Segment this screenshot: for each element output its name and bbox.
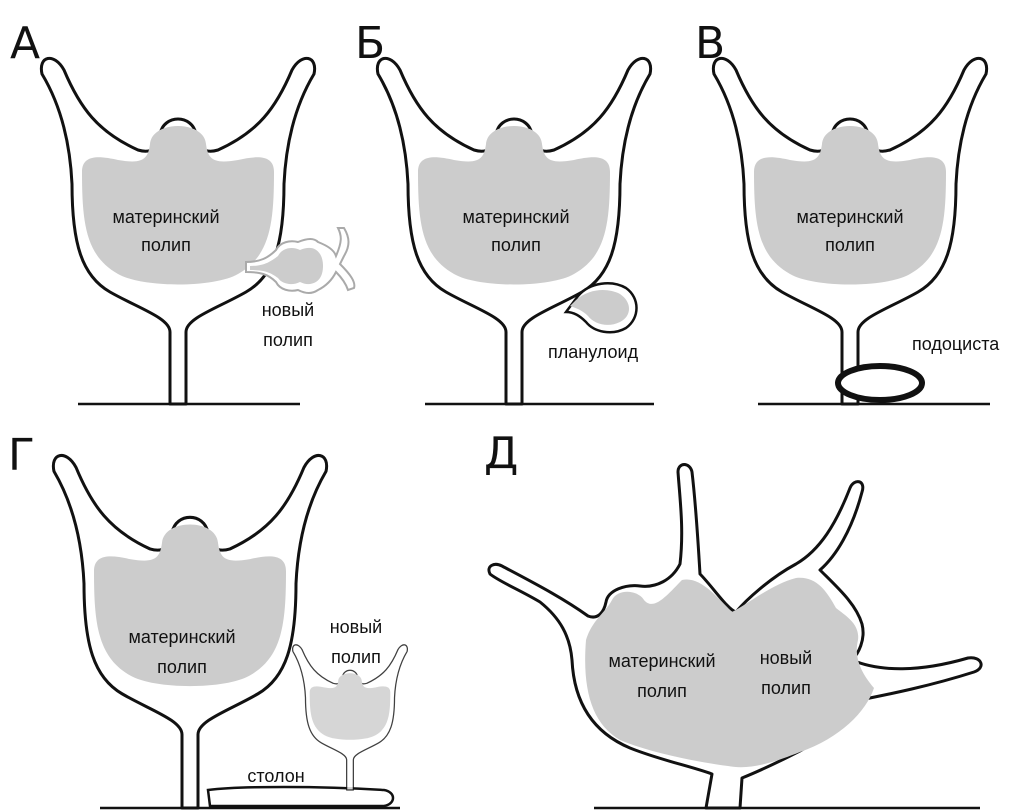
new-polyp-label-line2: полип: [761, 678, 811, 698]
panel-letter-g: Г: [8, 430, 35, 481]
new-polyp-label-line2: полип: [263, 330, 313, 350]
new-polyp-label-line1: новый: [330, 617, 383, 637]
new-polyp-label-line1: новый: [262, 300, 315, 320]
mother-polyp-label-line2: полип: [157, 657, 207, 677]
panel-d: Г материнский полип новый полип столон: [8, 430, 407, 808]
mother-polyp-a: [41, 58, 314, 404]
panel-letter-d: Д: [484, 428, 518, 479]
mother-polyp-label-line1: материнский: [128, 627, 235, 647]
panel-a: А материнский полип новый полип: [10, 18, 354, 404]
mother-polyp-label-line2: полип: [491, 235, 541, 255]
panel-b: Б материнский полип планулоид: [355, 18, 654, 404]
planuloid-label: планулоид: [548, 342, 639, 362]
podocyst-label: подоциста: [912, 334, 1000, 354]
new-polyp-label-line1: новый: [760, 648, 813, 668]
panel-c: В материнский полип подоциста: [695, 18, 1000, 404]
mother-polyp-label-line2: полип: [141, 235, 191, 255]
mother-polyp-label-line1: материнский: [796, 207, 903, 227]
mother-polyp-label-line2: полип: [825, 235, 875, 255]
stolon-label: столон: [247, 766, 304, 786]
stolon-shape: [208, 787, 393, 806]
mother-polyp-label-line1: материнский: [462, 207, 569, 227]
panel-e: Д материнский полип новый полип: [484, 428, 981, 808]
mother-polyp-label-line1: материнский: [608, 651, 715, 671]
new-polyp-label-line2: полип: [331, 647, 381, 667]
mother-polyp-label-line1: материнский: [112, 207, 219, 227]
panel-letter-a: А: [10, 18, 40, 69]
podocyst-shape: [838, 366, 922, 400]
mother-polyp-label-line2: полип: [637, 681, 687, 701]
